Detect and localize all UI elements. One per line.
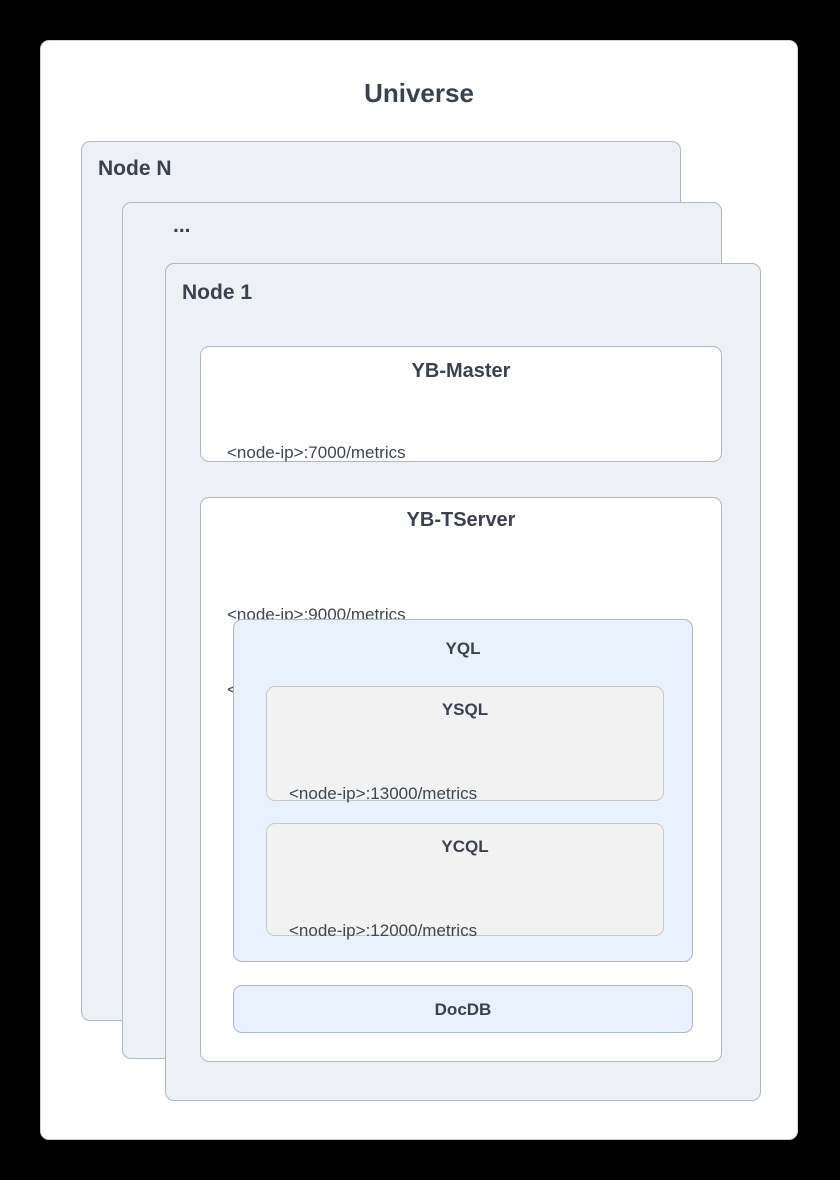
ycql-endpoints: <node-ip>:12000/metrics <node-ip>:12000/… <box>289 868 651 1068</box>
yql-box: YQL YSQL <node-ip>:13000/metrics <node-i… <box>233 619 693 1015</box>
ysql-box: YSQL <node-ip>:13000/metrics <node-ip>:1… <box>266 686 664 878</box>
yb-master-endpoint-metrics: <node-ip>:7000/metrics <box>227 443 406 462</box>
yql-title: YQL <box>445 639 481 658</box>
yb-tserver-box: YB-TServer <node-ip>:9000/metrics <node-… <box>200 497 722 1062</box>
yb-master-title: YB-Master <box>411 360 511 382</box>
node-ellipsis-container: ... Node 1 YB-Master <node-ip>:7000/metr… <box>122 202 761 1101</box>
yb-master-box: YB-Master <node-ip>:7000/metrics <node-i… <box>200 346 722 537</box>
node-ellipsis-label: ... <box>173 214 191 237</box>
node-1-container: Node 1 YB-Master <node-ip>:7000/metrics … <box>165 263 761 1101</box>
ycql-endpoint-metrics: <node-ip>:12000/metrics <box>289 921 478 940</box>
ysql-title: YSQL <box>441 700 489 719</box>
ysql-endpoint-metrics: <node-ip>:13000/metrics <box>289 784 478 803</box>
universe-title: Universe <box>364 78 474 108</box>
docdb-title: DocDB <box>434 1000 492 1019</box>
yb-tserver-title: YB-TServer <box>406 509 516 531</box>
universe-container: Universe Node N ... Node 1 YB-Master <no… <box>40 40 798 1140</box>
node-n-container: Node N ... Node 1 YB-Master <node-ip>:70… <box>81 141 761 1101</box>
docdb-box: DocDB <box>233 985 693 1033</box>
node-1-label: Node 1 <box>182 281 253 304</box>
ycql-title: YCQL <box>441 837 489 856</box>
ycql-box: YCQL <node-ip>:12000/metrics <node-ip>:1… <box>266 823 664 1015</box>
node-n-label: Node N <box>98 157 172 180</box>
